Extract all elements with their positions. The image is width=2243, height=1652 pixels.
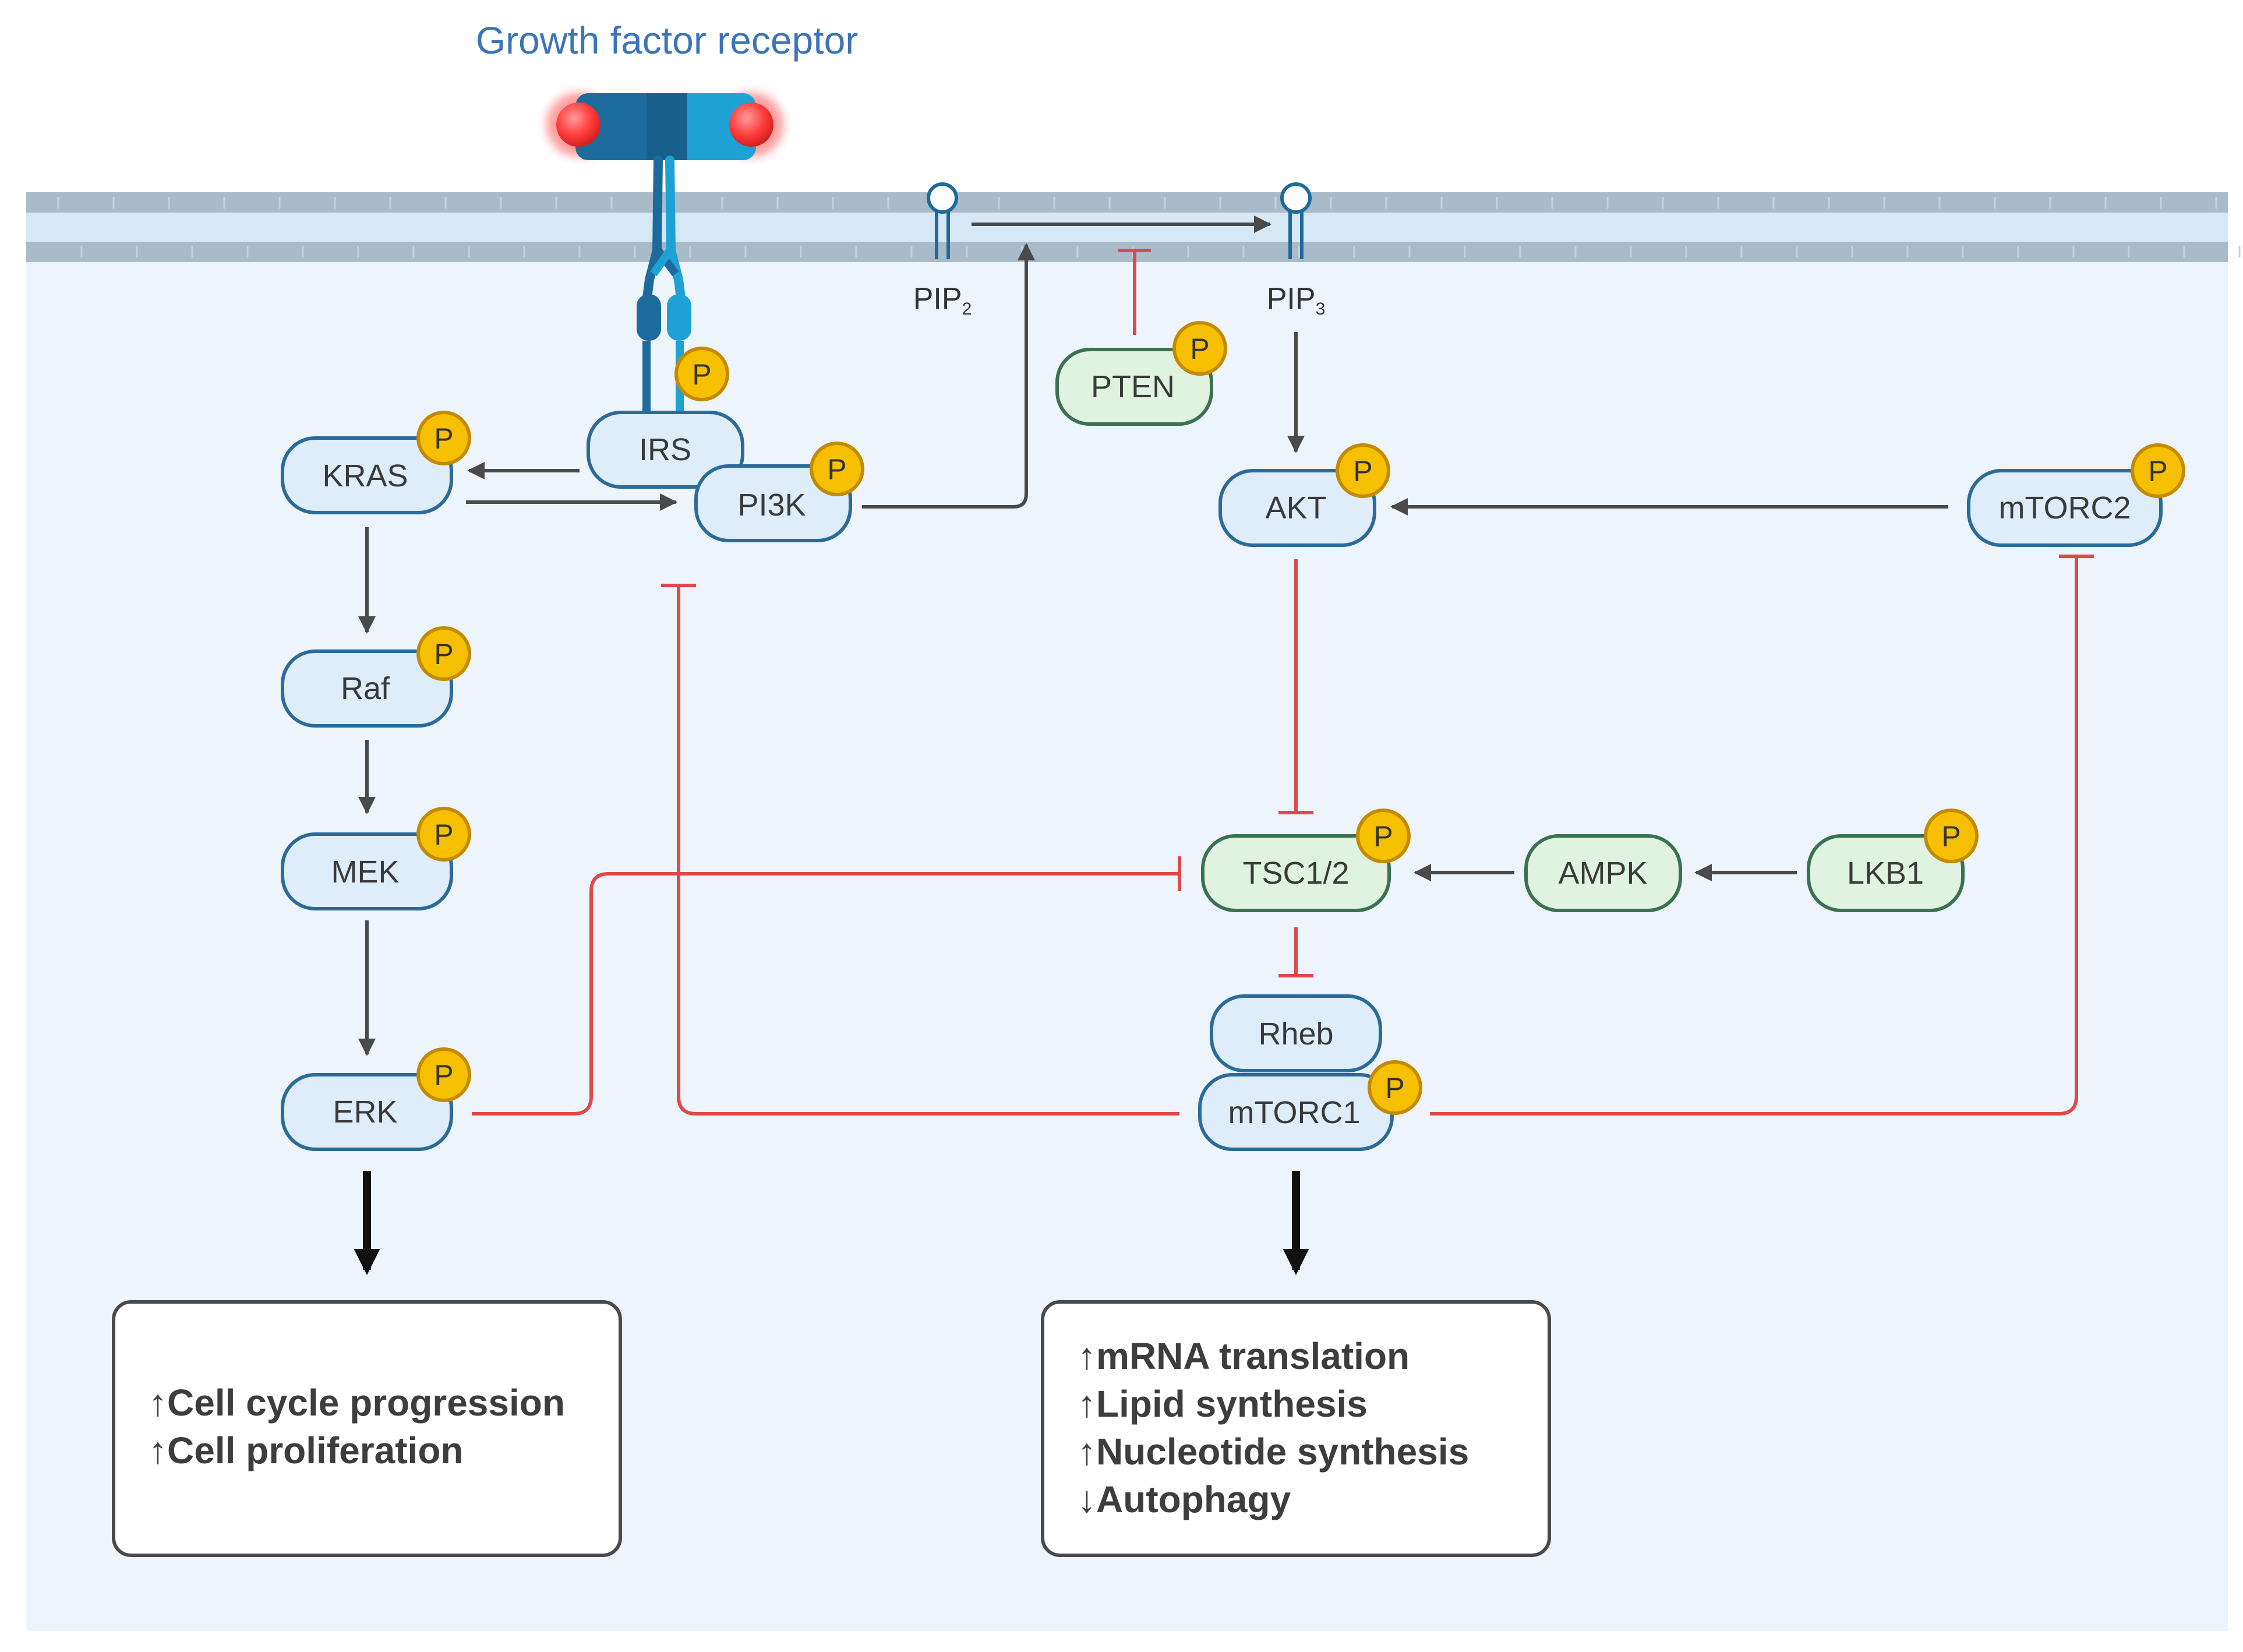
- svg-text:P: P: [1353, 455, 1372, 488]
- node-kras: KRAS P: [281, 411, 471, 514]
- arrow-pi3k-to-pip-conversion: [862, 243, 1035, 509]
- node-raf: Raf P: [281, 626, 471, 728]
- phospho-badge: P: [416, 626, 471, 681]
- inhibit-erk-to-tsc: [472, 872, 1179, 1116]
- node-pten: PTEN P: [1055, 321, 1227, 426]
- node-mtorc2-label: mTORC2: [1998, 490, 2131, 525]
- inhibit-mtorc1-to-pi3k: [677, 585, 1179, 1116]
- node-ampk: AMPK: [1524, 834, 1682, 912]
- outcome-box-left: ↑Cell cycle progression ↑Cell proliferat…: [112, 1300, 622, 1557]
- phospho-badge: P: [810, 442, 864, 496]
- pip3-label: PIP3: [1267, 282, 1326, 319]
- svg-text:↑Cell cycle progression: ↑Cell cycle progression: [149, 1382, 565, 1424]
- phospho-badge: P: [2131, 443, 2185, 498]
- node-tsc-label: TSC1/2: [1242, 856, 1349, 891]
- svg-text:P: P: [1385, 1072, 1404, 1104]
- svg-text:↑Lipid synthesis: ↑Lipid synthesis: [1078, 1383, 1368, 1425]
- node-raf-label: Raf: [341, 671, 390, 706]
- phospho-badge: P: [1924, 809, 1979, 863]
- inhibit-mtorc1-to-mtorc2: [1430, 556, 2078, 1116]
- node-rheb: Rheb: [1210, 994, 1382, 1072]
- svg-text:↑mRNA translation: ↑mRNA translation: [1078, 1335, 1410, 1377]
- node-pi3k: PI3K P: [694, 442, 864, 542]
- node-mtorc1-label: mTORC1: [1228, 1095, 1360, 1130]
- node-tsc: TSC1/2 P: [1201, 809, 1411, 912]
- growth-factor-receptor: [546, 93, 783, 411]
- activation-arrows: [358, 216, 1948, 1056]
- phospho-badge: P: [674, 347, 729, 401]
- svg-text:↓Autophagy: ↓Autophagy: [1078, 1478, 1291, 1520]
- node-irs: IRS P: [587, 347, 744, 489]
- node-pten-label: PTEN: [1091, 369, 1175, 404]
- pip2-lipid: PIP2: [913, 182, 972, 319]
- svg-text:P: P: [434, 818, 453, 851]
- output-arrows: [354, 1171, 1309, 1275]
- node-irs-label: IRS: [639, 432, 691, 467]
- pip3-lipid: PIP3: [1267, 182, 1326, 319]
- svg-text:P: P: [827, 453, 846, 486]
- svg-text:↑Cell proliferation: ↑Cell proliferation: [149, 1429, 464, 1471]
- phospho-badge: P: [1336, 443, 1390, 498]
- phospho-badge: P: [1368, 1060, 1422, 1115]
- cell-membrane: [26, 192, 2241, 262]
- node-mek: MEK P: [281, 807, 471, 910]
- ligand-right: [729, 103, 773, 147]
- node-pi3k-label: PI3K: [737, 488, 806, 523]
- svg-text:P: P: [434, 638, 453, 670]
- phospho-badge: P: [1356, 809, 1411, 863]
- diagram-title: Growth factor receptor: [476, 19, 859, 62]
- node-mtorc2: mTORC2 P: [1967, 443, 2185, 547]
- pip2-label: PIP2: [913, 282, 972, 319]
- node-lkb1: LKB1 P: [1807, 809, 1979, 912]
- pathway-nodes: IRS P PI3K P KRAS P Raf: [281, 321, 2185, 1151]
- inhibition-lines: [472, 249, 2094, 1116]
- svg-text:P: P: [434, 422, 453, 455]
- node-ampk-label: AMPK: [1558, 856, 1647, 891]
- outcome-box-right: ↑mRNA translation ↑Lipid synthesis ↑Nucl…: [1041, 1300, 1551, 1557]
- svg-text:↑Nucleotide synthesis: ↑Nucleotide synthesis: [1078, 1431, 1469, 1473]
- node-kras-label: KRAS: [322, 458, 408, 493]
- node-akt: AKT P: [1218, 443, 1390, 547]
- node-rheb-label: Rheb: [1258, 1016, 1333, 1051]
- phospho-badge: P: [416, 1047, 471, 1102]
- node-akt-label: AKT: [1265, 490, 1326, 525]
- phospho-badge: P: [1172, 321, 1227, 376]
- svg-text:P: P: [692, 358, 711, 391]
- ligand-left: [556, 103, 601, 147]
- svg-text:P: P: [1373, 820, 1393, 853]
- phospho-badge: P: [416, 807, 471, 862]
- node-mek-label: MEK: [331, 855, 399, 889]
- svg-text:P: P: [1941, 820, 1961, 853]
- phospho-badge: P: [416, 411, 471, 465]
- svg-text:P: P: [2148, 455, 2167, 488]
- node-erk-label: ERK: [333, 1095, 397, 1129]
- svg-text:P: P: [1190, 333, 1209, 365]
- node-erk: ERK P: [281, 1047, 471, 1151]
- node-mtorc1: mTORC1 P: [1198, 1060, 1422, 1151]
- svg-text:P: P: [434, 1059, 453, 1092]
- node-lkb1-label: LKB1: [1847, 856, 1924, 891]
